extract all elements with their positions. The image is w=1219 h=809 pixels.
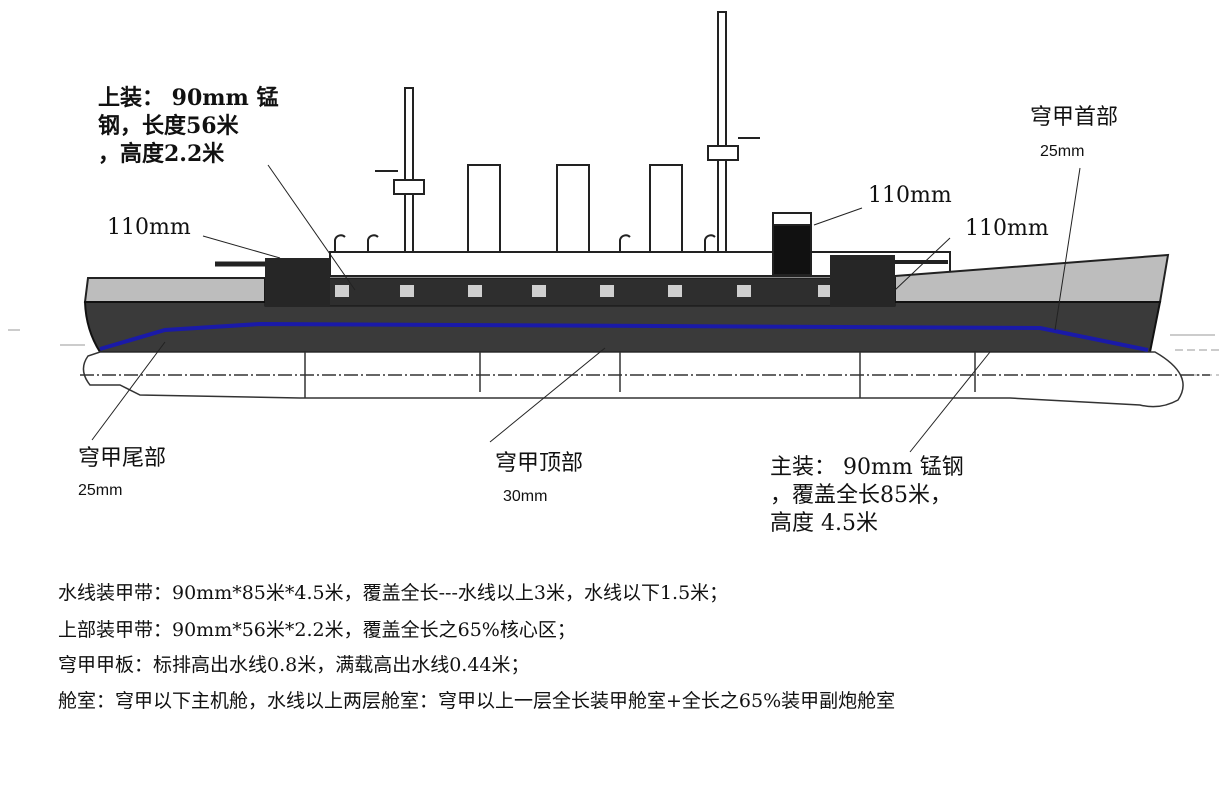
casemate-stern: [265, 258, 330, 306]
bow-deck-value: 25mm: [1040, 143, 1085, 160]
stern-upper-deck: [83, 277, 266, 303]
upper-belt-line-2: 钢，长度56米: [98, 113, 239, 139]
main-belt-line-1: 主装： 90mm 锰钢: [770, 455, 964, 480]
top-deck-title: 穹甲顶部: [495, 451, 584, 476]
gun-ports: [335, 285, 832, 297]
upper-armor-belt: [264, 277, 896, 307]
note-armor-deck: 穹甲甲板：标排高出水线0.8米，满载高出水线0.44米；: [58, 654, 530, 676]
armor-deck-line: [99, 321, 1149, 352]
upper-belt-line-3: ，高度2.2米: [98, 141, 225, 167]
main-belt-label: 主装： 90mm 锰钢 ，覆盖全长85米， 高度 4.5米: [770, 454, 964, 538]
note-waterline-belt: 水线装甲带：90mm*85米*4.5米，覆盖全长---水线以上3米，水线以下1.…: [58, 582, 729, 604]
casemate-bow: [830, 255, 895, 306]
leader-lines: [91, 164, 1081, 453]
main-belt-line-3: 高度 4.5米: [770, 511, 878, 536]
main-belt-line-2: ，覆盖全长85米，: [770, 483, 952, 508]
note-upper-belt: 上部装甲带：90mm*56米*2.2米，覆盖全长之65%核心区；: [58, 619, 576, 641]
casemate-mid-label: 110mm: [868, 183, 952, 208]
casemate-right-label: 110mm: [965, 216, 1049, 241]
casemate-left-label: 110mm: [107, 215, 191, 240]
note-compartments: 舱室：穹甲以下主机舱，水线以上两层舱室：穹甲以上一层全长装甲舱室+全长之65%装…: [58, 690, 896, 712]
funnels: [467, 164, 683, 261]
bow-deck-title: 穹甲首部: [1030, 105, 1119, 130]
stern-deck-title: 穹甲尾部: [78, 446, 167, 471]
top-deck-value: 30mm: [503, 488, 548, 505]
upper-belt-label: 上装： 90mm 锰 钢，长度56米 ，高度2.2米: [98, 84, 279, 168]
lower-hull: [80, 351, 1210, 408]
upper-belt-line-1: 上装： 90mm 锰: [98, 85, 279, 111]
stern-deck-value: 25mm: [78, 482, 123, 499]
masts: [375, 11, 760, 264]
